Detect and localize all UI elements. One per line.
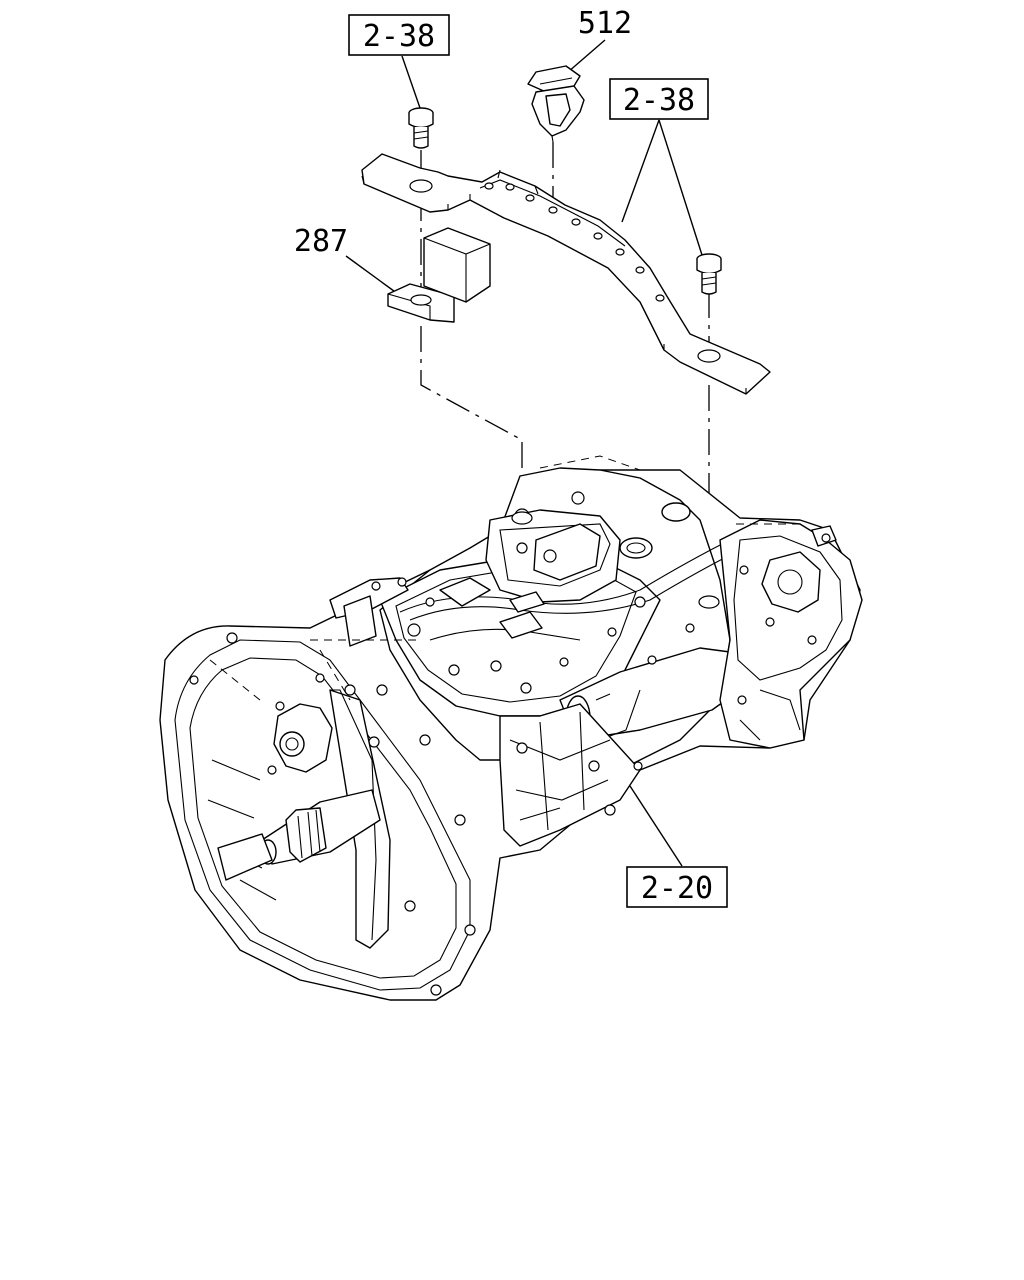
bolt-left-icon[interactable]	[408, 107, 434, 149]
callout-part-clip[interactable]: 512	[578, 6, 632, 41]
callout-part-insulator[interactable]: 287	[294, 224, 348, 259]
mounting-bracket[interactable]	[361, 153, 771, 395]
leader-lines	[345, 39, 703, 867]
transmission-assembly[interactable]	[159, 455, 863, 1001]
bolt-right-icon[interactable]	[696, 253, 722, 295]
callout-ref-bolt-right-label: 2-38	[623, 83, 695, 118]
callout-ref-bolt-right[interactable]: 2-38	[609, 78, 709, 120]
callout-ref-bolt-left[interactable]: 2-38	[348, 14, 450, 56]
callout-ref-bolt-left-label: 2-38	[363, 19, 435, 54]
callout-ref-transmission-label: 2-20	[641, 871, 713, 906]
callout-ref-transmission[interactable]: 2-20	[626, 866, 728, 908]
insulator-icon[interactable]	[387, 227, 491, 323]
clip-icon[interactable]	[527, 65, 585, 143]
rear-housing	[719, 519, 863, 749]
